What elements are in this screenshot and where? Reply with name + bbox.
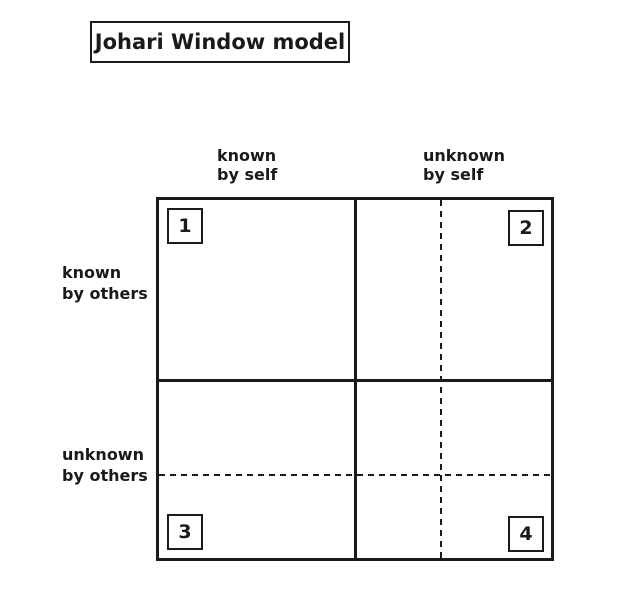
dashed-vertical-line xyxy=(440,200,442,558)
window-grid: 1 2 3 4 xyxy=(156,197,554,561)
dashed-horizontal-line xyxy=(159,474,551,476)
column-label-unknown-by-self: unknown by self xyxy=(423,146,505,184)
row-label-known-by-others: known by others xyxy=(62,263,148,303)
quadrant-4-number: 4 xyxy=(508,516,544,552)
solid-horizontal-divider xyxy=(159,379,551,382)
quadrant-3-number: 3 xyxy=(167,514,203,550)
quadrant-1-number: 1 xyxy=(167,208,203,244)
quadrant-2-number: 2 xyxy=(508,210,544,246)
row-label-unknown-by-others: unknown by others xyxy=(62,445,148,485)
column-label-known-by-self: known by self xyxy=(217,146,278,184)
diagram-title: Johari Window model xyxy=(94,30,346,54)
title-box: Johari Window model xyxy=(90,21,350,63)
